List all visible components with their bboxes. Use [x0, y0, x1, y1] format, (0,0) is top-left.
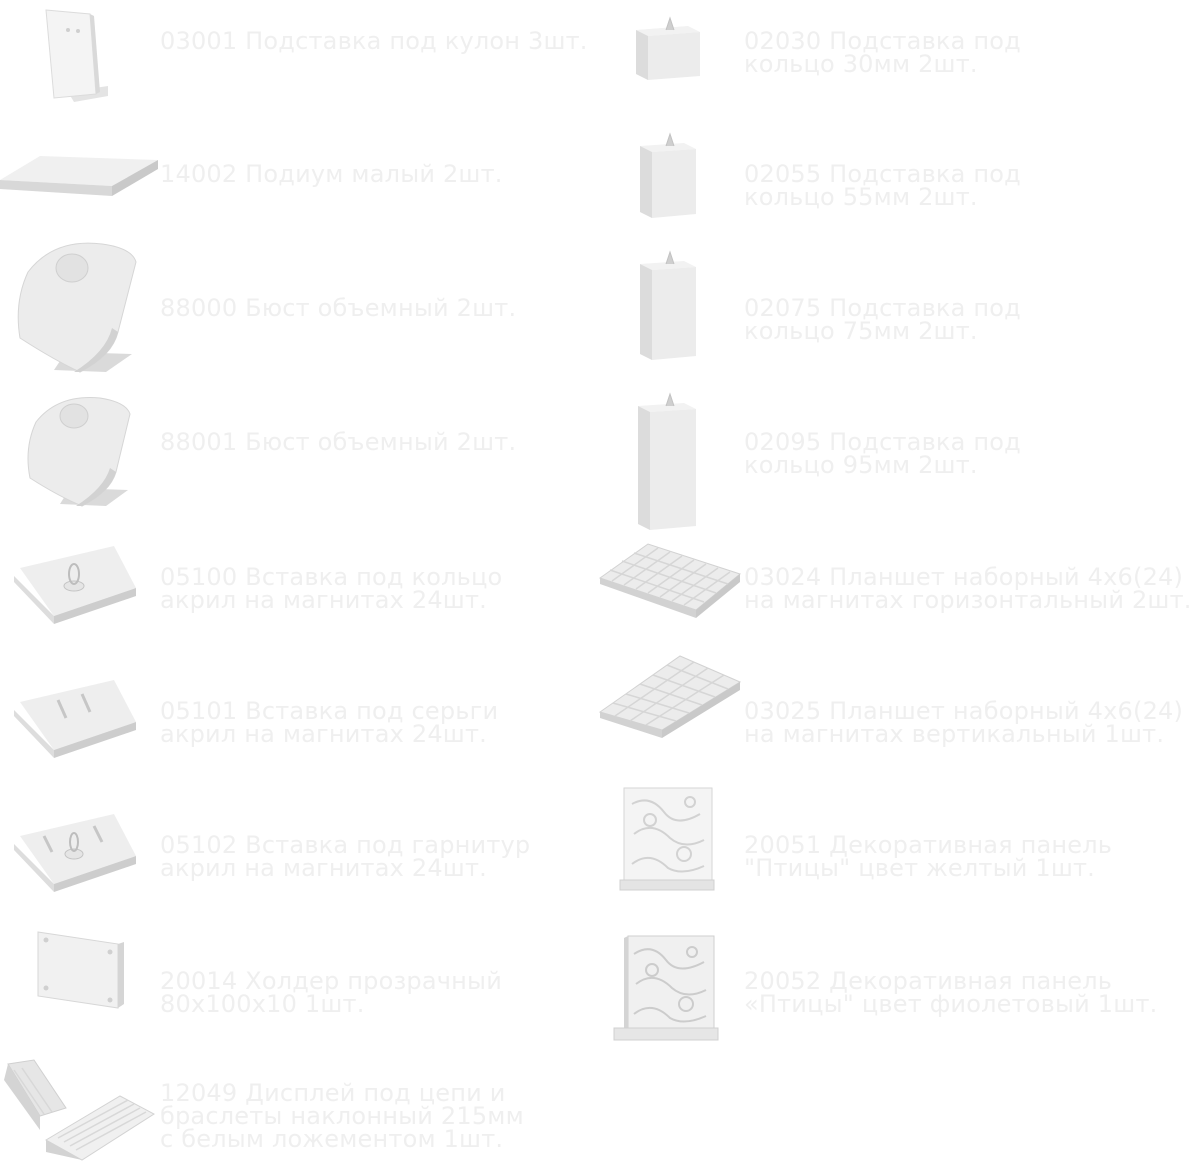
product-label-line: акрил на магнитах 24шт. — [160, 854, 487, 882]
product-label-line: 80х100х10 1шт. — [160, 990, 365, 1018]
acrylic-holder-icon — [34, 930, 129, 1010]
product-label-line: 03025 Планшет наборный 4х6(24) — [744, 697, 1184, 725]
product-label-line: 20014 Холдер прозрачный — [160, 967, 502, 995]
podium-icon — [0, 152, 160, 202]
product-label-line: «Птицы" цвет фиолетовый 1шт. — [744, 990, 1158, 1018]
product-label-line: 05100 Вставка под кольцо — [160, 563, 503, 591]
product-label-line: 02030 Подставка под — [744, 27, 1021, 55]
product-label-line: "Птицы" цвет желтый 1шт. — [744, 854, 1095, 882]
product-label-line: 88001 Бюст объемный 2шт. — [160, 428, 517, 456]
chain-display-icon — [4, 1059, 156, 1161]
product-label-line: браслеты наклонный 215мм — [160, 1102, 524, 1130]
earring-insert-icon — [14, 680, 139, 760]
tray-horizontal-icon — [598, 543, 742, 620]
product-label-line: кольцо 55мм 2шт. — [744, 183, 978, 211]
product-label-line: 03024 Планшет наборный 4х6(24) — [744, 563, 1184, 591]
ring-stand-75-icon — [638, 248, 698, 362]
product-label-line: 88000 Бюст объемный 2шт. — [160, 294, 517, 322]
product-label-line: с белым ложементом 1шт. — [160, 1125, 504, 1153]
product-label-line: 02075 Подставка под — [744, 294, 1021, 322]
decor-panel-yellow-icon — [619, 784, 716, 892]
product-label-line: 14002 Подиум малый 2шт. — [160, 160, 503, 188]
bust-large-icon — [14, 232, 139, 377]
ring-stand-30-icon — [634, 14, 702, 82]
product-label-line: на магнитах вертикальный 1шт. — [744, 720, 1165, 748]
product-label-line: 05102 Вставка под гарнитур — [160, 831, 531, 859]
product-label-line: 05101 Вставка под серьги — [160, 697, 499, 725]
pendant-stand-icon — [38, 9, 113, 102]
product-label-line: кольцо 75мм 2шт. — [744, 317, 978, 345]
product-label-line: 20051 Декоративная панель — [744, 831, 1113, 859]
ring-stand-55-icon — [638, 130, 698, 220]
product-label-line: 02055 Подставка под — [744, 160, 1021, 188]
ring-stand-95-icon — [636, 390, 700, 532]
ring-insert-icon — [14, 546, 139, 626]
tray-vertical-icon — [598, 655, 742, 738]
product-label-line: акрил на магнитах 24шт. — [160, 720, 487, 748]
product-label-line: 20052 Декоративная панель — [744, 967, 1113, 995]
product-label-line: 02095 Подставка под — [744, 428, 1021, 456]
product-label-line: на магнитах горизонтальный 2шт. — [744, 586, 1192, 614]
product-label-line: акрил на магнитах 24шт. — [160, 586, 487, 614]
product-label-line: кольцо 95мм 2шт. — [744, 451, 978, 479]
set-insert-icon — [14, 814, 139, 894]
decor-panel-violet-icon — [612, 932, 720, 1044]
bust-small-icon — [24, 390, 134, 508]
product-label-line: 12049 Дисплей под цепи и — [160, 1079, 506, 1107]
product-label-line: 03001 Подставка под кулон 3шт. — [160, 27, 588, 55]
product-label-line: кольцо 30мм 2шт. — [744, 50, 978, 78]
